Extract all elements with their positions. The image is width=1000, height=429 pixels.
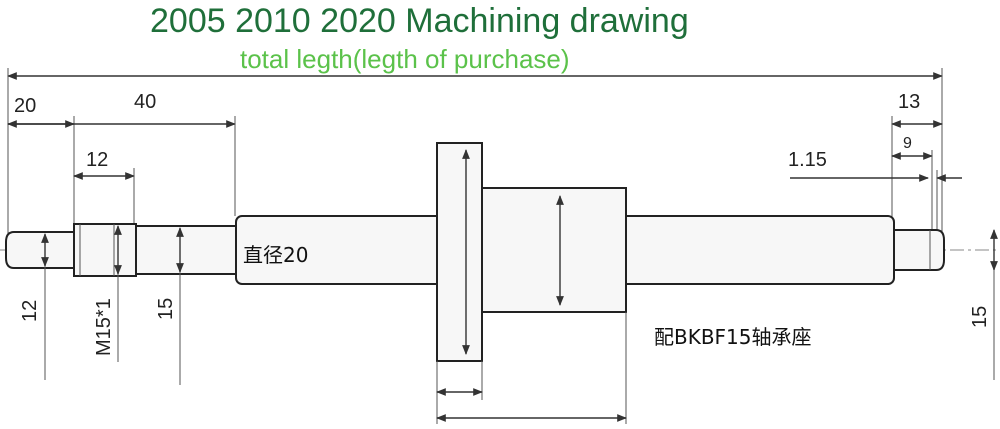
dimension-40: 40 <box>8 91 236 216</box>
dimension-20-label: 20 <box>14 95 36 117</box>
dimension-1-15-label: 1.15 <box>788 149 827 171</box>
dimension-15-left-label: 15 <box>155 298 177 320</box>
dimension-m15: M15*1 <box>93 225 122 362</box>
dimension-9: 9 <box>891 135 933 230</box>
ball-nut-body <box>481 187 627 313</box>
shaft-right-journal <box>893 229 945 271</box>
dimension-12-left-label: 12 <box>19 300 41 322</box>
shaft-bearing-seat <box>135 225 237 275</box>
shaft-thread-section <box>73 223 137 277</box>
dimension-13-label: 13 <box>898 91 920 113</box>
total-length-dimension <box>7 68 943 236</box>
ball-nut-flange <box>436 142 483 362</box>
nut-bottom-dimensions <box>436 312 627 424</box>
drawing-subtitle: total legth(legth of purchase) <box>240 44 570 74</box>
drawing-title: 2005 2010 2020 Machining drawing <box>150 2 689 40</box>
dimension-m15-label: M15*1 <box>93 298 115 356</box>
ball-nut <box>436 142 627 362</box>
bearing-note: 配BKBF15轴承座 <box>654 325 812 349</box>
dimension-12-top: 12 <box>73 149 135 230</box>
dimension-1-15: 1.15 <box>788 149 962 230</box>
dimension-15-left: 15 <box>155 227 184 385</box>
diameter-note: 直径20 <box>243 243 308 267</box>
dimension-13: 13 <box>891 91 943 230</box>
dimension-9-label: 9 <box>903 135 912 152</box>
dimension-15-right: 15 <box>969 229 998 380</box>
dimension-12-left: 12 <box>19 233 49 380</box>
dimension-40-label: 40 <box>134 91 156 113</box>
dimension-15-right-label: 15 <box>969 306 991 328</box>
shaft-left-journal <box>5 231 75 269</box>
dimension-12-top-label: 12 <box>86 149 108 171</box>
dimension-20: 20 <box>7 95 75 230</box>
